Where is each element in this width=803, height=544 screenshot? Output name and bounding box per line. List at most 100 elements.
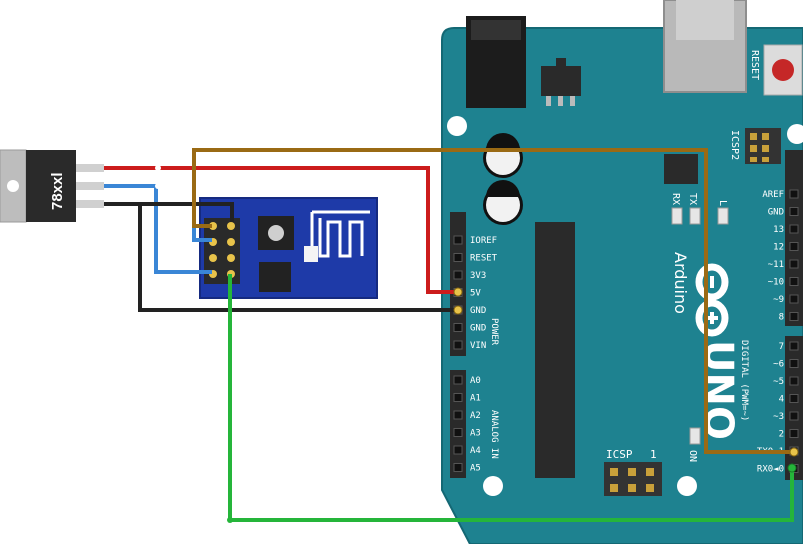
header-pin [453,235,463,245]
rx-led [671,207,683,225]
header-pin [789,277,799,286]
power-header-title: POWER [489,318,499,346]
mounting-hole [483,476,503,496]
pin-label: GND [470,306,486,316]
mounting-hole [677,476,697,496]
wire-end [227,517,233,523]
esp8266-module [199,197,378,299]
power-header [450,212,466,356]
usb-interface-chip [664,154,698,184]
header-pin [453,428,463,437]
analog-header [450,370,466,478]
pin-label: RX0◄0 [757,465,784,475]
header-pin [789,207,799,216]
wire-gnd-arduino [138,204,458,312]
reset-label: RESET [749,50,760,80]
analog-header-title: ANALOG IN [489,410,499,459]
pin-label: 2 [779,430,784,440]
pin-label: A2 [470,411,481,421]
mounting-hole [787,124,803,144]
pin-label: ~6 [773,360,784,370]
pcb-antenna [310,210,370,258]
pin-label: 12 [773,243,784,253]
pin-label: ~5 [773,377,784,387]
arduino-brand-text: Arduino [671,252,690,314]
pin-label: A3 [470,429,481,439]
pin-label: AREF [762,190,784,200]
wire-end [155,183,161,189]
wire-3v3 [104,184,212,274]
reset-button[interactable] [763,44,803,96]
wire-end [155,165,161,171]
header-pin [453,323,463,332]
header-pin [453,253,463,262]
wire-5v [104,166,458,294]
tx-led [689,207,701,225]
pin-label: A4 [470,446,481,456]
header-pin [789,394,799,403]
pin-label: 7 [779,342,784,352]
header-pin [453,340,463,350]
wire-gnd [104,202,234,222]
wire-3v3-jumper [192,224,212,242]
pin-label: 8 [779,313,784,323]
header-pin [453,445,463,455]
rx-label: RX [670,193,681,205]
on-label: ON [687,450,698,462]
pin-label: 4 [779,395,784,405]
pin-label: 5V [470,289,481,299]
header-pin [453,393,463,402]
header-pin [453,270,463,280]
pin-label: ~11 [768,260,784,270]
header-pin [789,341,799,351]
pin-label: VIN [470,341,486,351]
pin-label: 13 [773,225,784,235]
arduino-board: RESET ICSP2 TX RX L ON [441,0,803,544]
wire-end [787,463,797,473]
uno-model-text: UNO [695,340,741,440]
header-pin [789,411,799,421]
capacitor [483,180,523,225]
pin-label: ~3 [773,412,784,422]
header-pin [789,189,799,199]
regulator-label: 78xxl [49,172,66,210]
header-pin [789,312,799,321]
pin-label: A1 [470,394,481,404]
icsp2-header [745,128,781,164]
wire-end [453,287,463,297]
digital-header-title: DIGITAL (PWM=~) [739,340,749,421]
header-pin [789,359,799,368]
digital-header-lower [785,336,803,480]
l-led [717,207,729,225]
pin-label: IOREF [470,236,497,246]
mounting-hole [447,116,467,136]
voltage-regulator: 78xxl [0,149,104,223]
header-pin [789,242,799,251]
pin-label: GND [768,208,784,218]
header-pin [453,375,463,385]
flash-chip [259,262,291,292]
pin-label: ~10 [768,278,784,288]
header-pin [789,294,799,304]
icsp-label: ICSP [606,448,633,461]
icsp-header [604,462,662,496]
onboard-regulator [541,66,581,96]
wire-tx [192,148,794,454]
atmega328-chip [535,222,575,478]
pin-label: ~9 [773,295,784,305]
pin-label: A5 [470,464,481,474]
header-pin [453,410,463,420]
icsp-pin1-label: 1 [650,448,657,461]
header-pin [789,259,799,269]
header-pin [789,376,799,386]
header-pin [453,463,463,472]
on-led [689,427,701,445]
pin-label: 3V3 [470,271,486,281]
wire-rx [228,274,794,522]
header-pin [789,429,799,438]
pin-label: GND [470,324,486,334]
wire-end [453,305,463,315]
wire-end [789,447,799,457]
pin-label: A0 [470,376,481,386]
